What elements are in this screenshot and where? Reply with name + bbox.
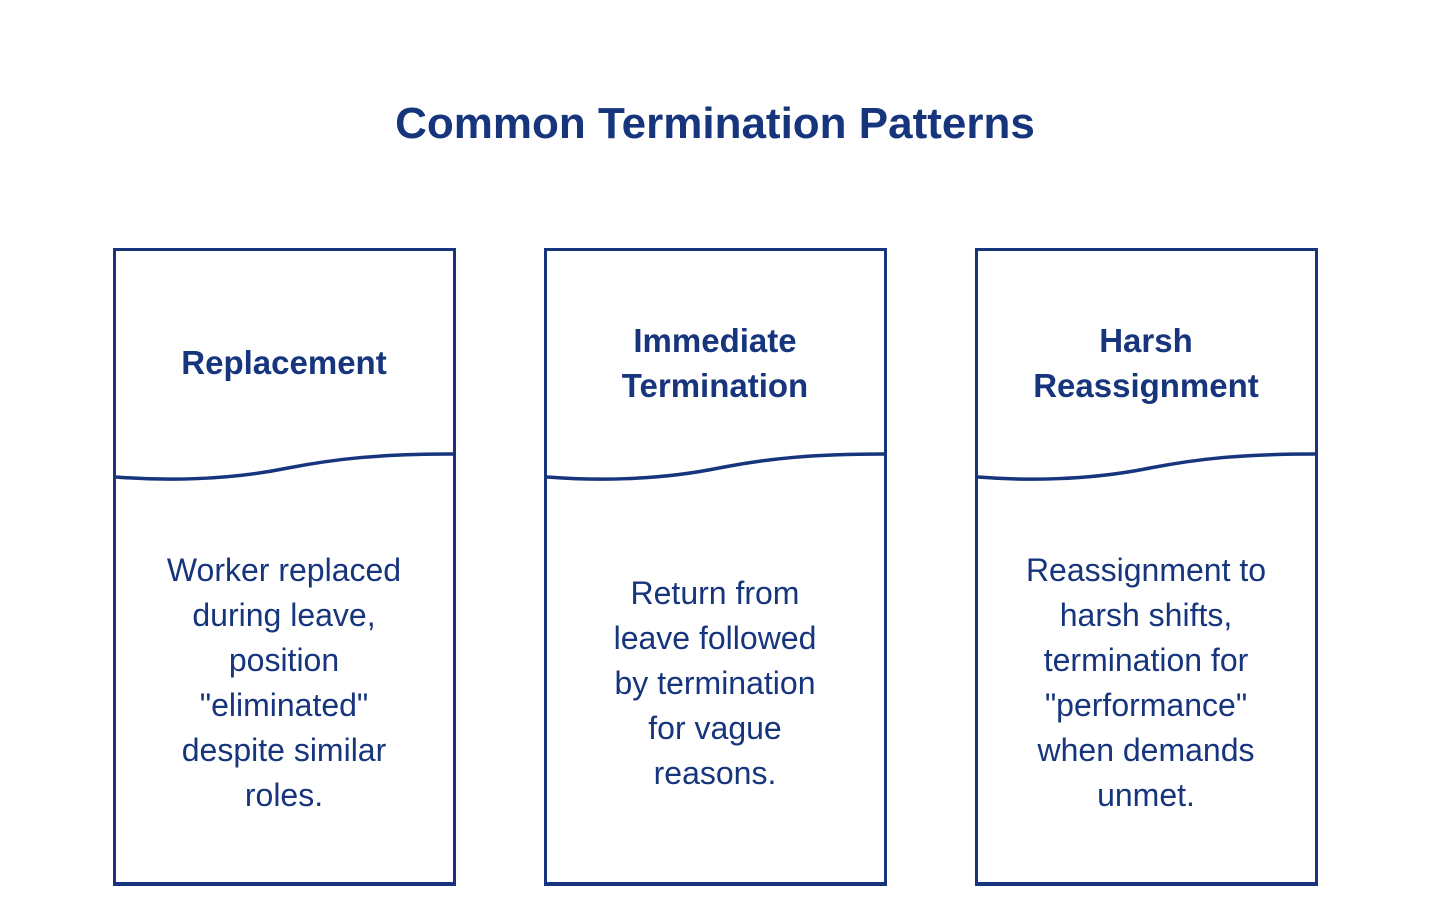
card-body-section: Worker replaced during leave, position "… (116, 484, 453, 882)
card-replacement: Replacement Worker replaced during leave… (112, 248, 456, 886)
card-body-section: Return from leave followed by terminatio… (547, 484, 884, 882)
wave-divider-icon (115, 452, 453, 481)
card-title-section: Replacement (116, 251, 453, 448)
card-body-text: Reassignment to harsh shifts, terminatio… (1025, 552, 1267, 813)
page-title: Common Termination Patterns (395, 99, 1035, 148)
card-immediate-termination: Immediate Termination Return from leave … (543, 248, 887, 886)
card-title: Immediate Termination (621, 321, 809, 404)
card-body-section: Reassignment to harsh shifts, terminatio… (978, 484, 1315, 882)
card-body-text: Return from leave followed by terminatio… (613, 574, 817, 791)
card-harsh-reassignment: Harsh Reassignment Reassignment to harsh… (974, 248, 1318, 886)
card-body-text: Worker replaced during leave, position "… (166, 552, 402, 813)
card-title-section: Immediate Termination (547, 251, 884, 448)
card-title: Harsh Reassignment (1033, 321, 1259, 404)
card-title: Replacement (181, 344, 387, 381)
card-title-section: Harsh Reassignment (978, 251, 1315, 448)
wave-divider-icon (977, 452, 1315, 481)
cards-row: Replacement Worker replaced during leave… (0, 248, 1430, 886)
wave-divider-icon (546, 452, 884, 481)
